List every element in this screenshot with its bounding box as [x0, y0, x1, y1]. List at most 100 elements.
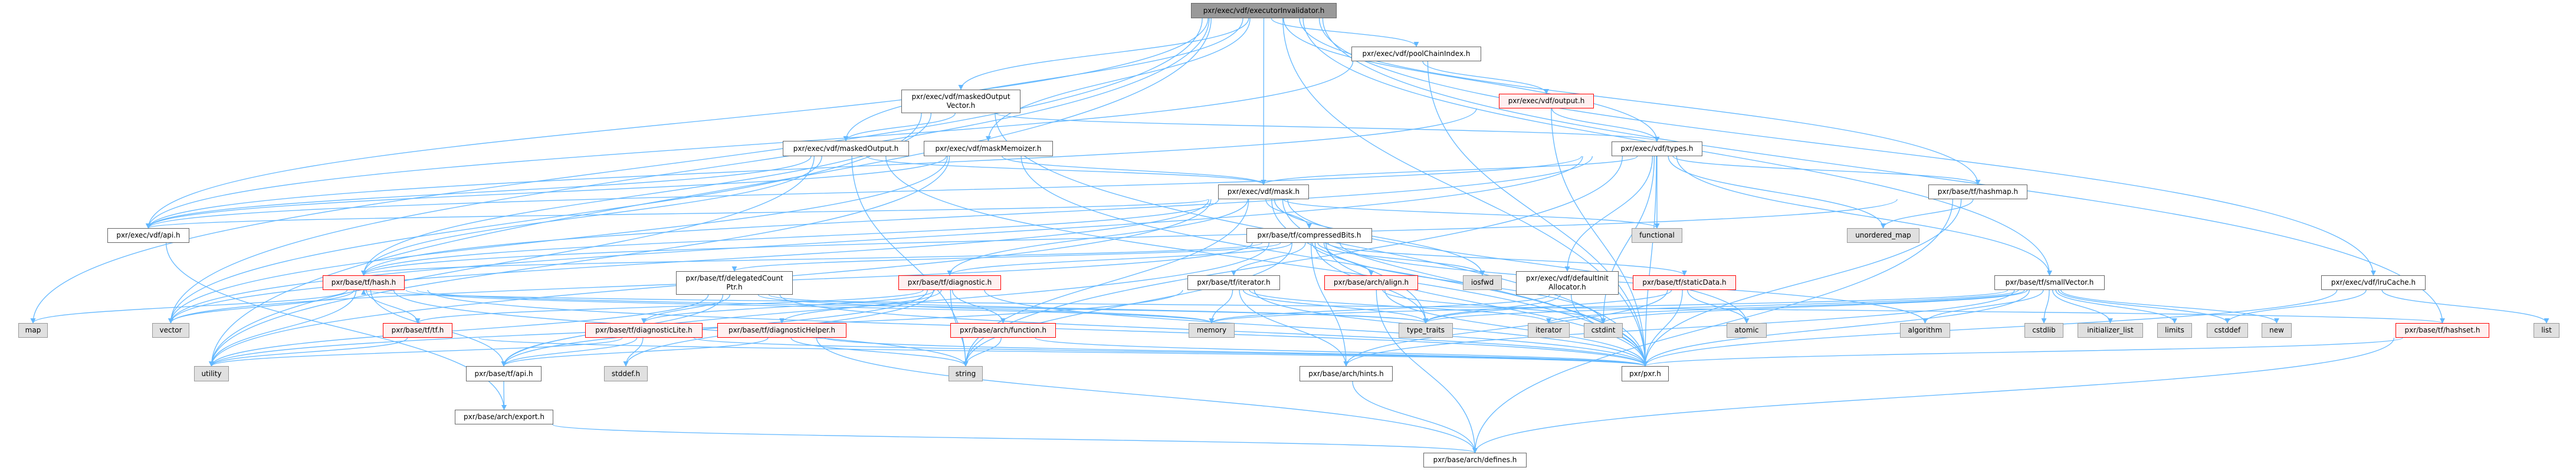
edge-diagnostic-to-diagnosticLite	[641, 289, 935, 324]
node-types[interactable]: pxr/exec/vdf/types.h	[1612, 141, 1702, 156]
node-iterator: iterator	[1528, 323, 1570, 338]
edge-output-to-pxr	[1551, 108, 1648, 367]
edge-smallVector-to-pxr	[1642, 289, 2030, 367]
edge-defaultInitAllocator-to-memory	[1209, 294, 1550, 324]
node-functional: functional	[1632, 228, 1682, 243]
edge-mask-to-iosfwd	[1274, 199, 1485, 276]
edge-types-to-hashmap	[1672, 156, 1981, 185]
edge-diagnosticHelper-to-pxr	[825, 337, 1648, 367]
edge-main-to-maskedOutput	[843, 18, 1243, 141]
edge-hashset-to-pxr	[1642, 337, 2403, 367]
node-utility: utility	[194, 366, 229, 381]
edge-types-to-unordered_map	[1668, 156, 1886, 229]
edge-maskedOutput-to-utility	[208, 156, 815, 367]
node-cstddef: cstddef	[2207, 323, 2248, 338]
node-defines[interactable]: pxr/base/arch/defines.h	[1423, 453, 1527, 467]
edge-diagnosticHelper-to-defines	[816, 337, 1478, 453]
node-maskMemoizer[interactable]: pxr/exec/vdf/maskMemoizer.h	[924, 141, 1053, 156]
edge-main-to-vector	[168, 18, 1210, 324]
node-map: map	[18, 323, 48, 338]
edge-smallVector-to-initializer_list	[2052, 289, 2114, 324]
node-diagnosticHelper[interactable]: pxr/base/tf/diagnosticHelper.h	[717, 323, 846, 338]
edge-hash-to-map	[30, 289, 348, 324]
edge-smallVector-to-algorithm	[1922, 289, 2044, 324]
edge-diagnosticLite-to-utility	[209, 337, 623, 367]
node-cstdlib: cstdlib	[2024, 323, 2063, 338]
node-maskedOutputVector[interactable]: pxr/exec/vdf/maskedOutput Vector.h	[901, 90, 1020, 113]
edge-compressedBits-to-iterator_h	[1230, 242, 1306, 276]
edge-smallVector-to-cstdint	[1600, 289, 2028, 324]
edge-delegatedCountPtr-to-utility	[209, 294, 709, 367]
node-type-traits: type_traits	[1399, 323, 1453, 338]
node-maskedOutput[interactable]: pxr/exec/vdf/maskedOutput.h	[783, 141, 909, 156]
node-export[interactable]: pxr/base/arch/export.h	[455, 410, 553, 424]
edge-compressedBits-to-delegatedCountPtr	[731, 242, 1281, 272]
edge-hints-to-defines	[1352, 381, 1478, 453]
node-tf-api[interactable]: pxr/base/tf/api.h	[466, 366, 542, 381]
edge-mask-to-diagnostic	[947, 199, 1249, 276]
edge-poolChainIndex-to-output	[1422, 61, 1549, 94]
edge-types-to-pxr	[1642, 156, 1657, 367]
edge-staticData-to-type_traits	[1423, 289, 1672, 324]
node-function[interactable]: pxr/base/arch/function.h	[950, 323, 1056, 338]
edge-smallVector-to-type_traits	[1423, 289, 2019, 324]
edge-align-to-pxr	[1384, 289, 1648, 367]
edge-hashmap-to-unordered_map	[1881, 199, 1974, 229]
edge-mask-to-hash	[361, 199, 1219, 276]
node-diagnosticLite[interactable]: pxr/base/tf/diagnosticLite.h	[585, 323, 703, 338]
node-output[interactable]: pxr/exec/vdf/output.h	[1499, 94, 1594, 108]
edge-smallVector-to-cstddef	[2057, 289, 2230, 324]
edge-maskMemoizer-to-mask	[1002, 156, 1266, 185]
node-mask[interactable]: pxr/exec/vdf/mask.h	[1218, 185, 1309, 199]
edge-align-to-defines	[1376, 289, 1478, 453]
edge-diagnostic-to-tf_h	[415, 289, 924, 324]
edge-staticData-to-atomic	[1687, 289, 1750, 324]
edge-hash-to-memory	[405, 289, 1215, 324]
edge-maskedOutput-to-mask	[866, 156, 1266, 185]
node-cstdint: cstdint	[1584, 323, 1623, 338]
edge-maskedOutput-to-hash	[361, 156, 822, 276]
edge-diagnosticHelper-to-tf_api	[501, 337, 769, 367]
edge-compressedBits-to-diagnostic	[947, 242, 1292, 276]
edge-maskedOutput-to-api_vdf	[146, 156, 812, 229]
node-delegatedCountPtr[interactable]: pxr/base/tf/delegatedCount Ptr.h	[676, 271, 793, 295]
edge-main-to-maskedOutputVector	[958, 18, 1249, 90]
edge-hash-to-type_traits	[416, 289, 1429, 324]
node-hints[interactable]: pxr/base/arch/hints.h	[1300, 366, 1393, 381]
node-align[interactable]: pxr/base/arch/align.h	[1324, 275, 1418, 290]
node-smallVector[interactable]: pxr/base/tf/smallVector.h	[1994, 275, 2105, 290]
edge-compressedBits-to-hash	[361, 242, 1262, 276]
node-poolChainIndex[interactable]: pxr/exec/vdf/poolChainIndex.h	[1351, 47, 1481, 61]
edge-smallVector-to-memory	[1209, 289, 2009, 324]
node-hashset[interactable]: pxr/base/tf/hashset.h	[2395, 323, 2489, 338]
edge-hashmap-to-pxr	[1642, 199, 1962, 367]
edge-compressedBits-to-algorithm	[1340, 242, 1928, 324]
node-staticData[interactable]: pxr/base/tf/staticData.h	[1633, 275, 1736, 290]
node-list: list	[2534, 323, 2559, 338]
edge-function-to-pxr	[1035, 337, 1648, 367]
edge-output-to-api_vdf	[146, 108, 1477, 229]
edge-iterator_h-to-type_traits	[1243, 289, 1429, 324]
edge-function-to-string	[963, 337, 1002, 367]
edge-tf_h-to-utility	[209, 337, 408, 367]
node-vector: vector	[152, 323, 189, 338]
node-unordered-map: unordered_map	[1847, 228, 1919, 243]
edge-main-to-map	[30, 18, 1203, 324]
node-api-vdf[interactable]: pxr/exec/vdf/api.h	[107, 228, 189, 243]
edge-export-to-defines	[552, 424, 1478, 453]
node-hash[interactable]: pxr/base/tf/hash.h	[323, 275, 405, 290]
node-tf-h[interactable]: pxr/base/tf/tf.h	[383, 323, 452, 338]
edge-main-to-poolChainIndex	[1271, 18, 1419, 47]
node-diagnostic[interactable]: pxr/base/tf/diagnostic.h	[898, 275, 1001, 290]
node-lruCache[interactable]: pxr/exec/vdf/lruCache.h	[2321, 275, 2426, 290]
edge-maskMemoizer-to-api_vdf	[146, 156, 947, 229]
edge-smallVector-to-hints	[1343, 289, 2015, 367]
node-iterator-h[interactable]: pxr/base/tf/iterator.h	[1187, 275, 1280, 290]
edge-diagnosticLite-to-pxr	[693, 337, 1648, 367]
edge-mask-to-atomic	[1287, 199, 1750, 324]
edge-types-to-api_vdf	[146, 156, 1582, 229]
node-compressedBits[interactable]: pxr/base/tf/compressedBits.h	[1246, 228, 1372, 243]
node-defaultInitAllocator[interactable]: pxr/exec/vdf/defaultInit Allocator.h	[1516, 271, 1619, 295]
node-hashmap[interactable]: pxr/base/tf/hashmap.h	[1928, 185, 2027, 199]
node-pxr[interactable]: pxr/pxr.h	[1622, 366, 1669, 381]
